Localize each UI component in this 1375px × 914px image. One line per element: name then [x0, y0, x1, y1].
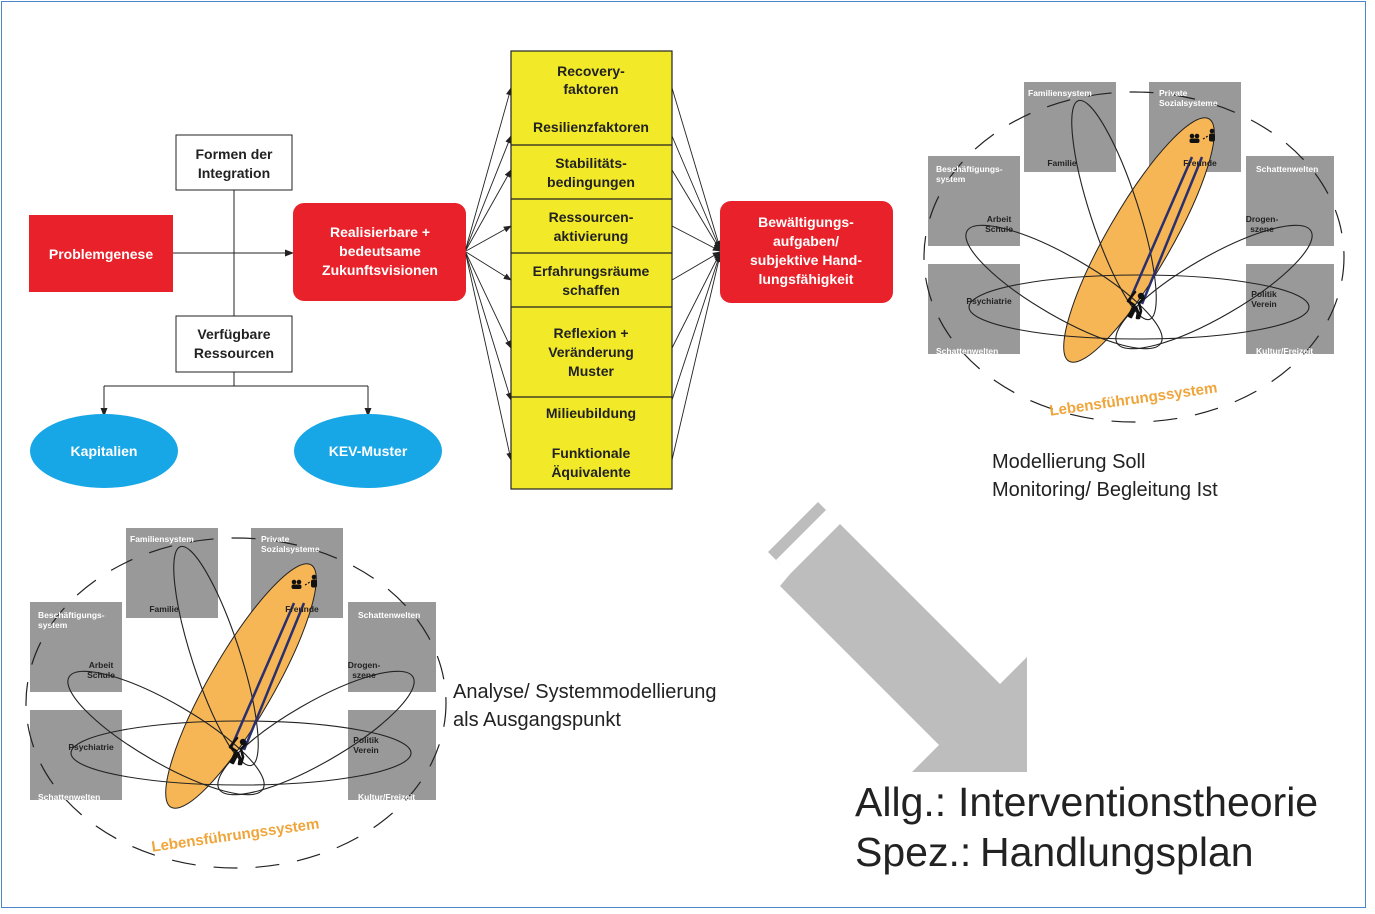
- label-schattenwelten-right: Schattenwelten: [1256, 164, 1318, 174]
- factor-labels: Recovery- faktoren Resilienzfaktoren Sta…: [533, 63, 650, 480]
- label-beschaeftigung-1: Beschäftigungs-: [936, 164, 1003, 174]
- label-politik-2: Verein: [1251, 299, 1277, 309]
- factor-resilienz: Resilienzfaktoren: [533, 119, 649, 135]
- fan-arrows-left: [465, 87, 513, 461]
- label-psychiatrie: Psychiatrie: [68, 742, 114, 752]
- vision-label-3: Zukunftsvisionen: [322, 262, 438, 278]
- label-beschaeftigung-1: Beschäftigungs-: [38, 610, 105, 620]
- label-private-2: Sozialsysteme: [261, 544, 320, 554]
- formen-label-1: Formen der: [195, 146, 273, 162]
- label-familiensystem: Familiensystem: [1028, 88, 1092, 98]
- caption-top-right-2: Monitoring/ Begleitung Ist: [992, 479, 1218, 501]
- label-beschaeftigung-2: system: [936, 174, 966, 184]
- outcome-label-2: aufgaben/: [773, 233, 839, 249]
- label-schattenwelten-right: Schattenwelten: [358, 610, 420, 620]
- caption-bottom-left-1: Analyse/ Systemmodellierung: [453, 681, 716, 703]
- label-drogen-2: szene: [352, 670, 376, 680]
- system-model-top: Familiensystem Private Sozialsysteme Bes…: [922, 80, 1346, 424]
- fan-arrows-right: [671, 87, 722, 461]
- label-familiensystem: Familiensystem: [130, 534, 194, 544]
- theory-prefix-2: Spez.:: [855, 829, 971, 875]
- label-arbeit-2: Schule: [87, 670, 115, 680]
- vision-label-2: bedeutsame: [339, 243, 421, 259]
- label-lebensfuehrungssystem: Lebensführungssystem: [150, 815, 320, 855]
- label-drogen-1: Drogen-: [1246, 214, 1279, 224]
- factor-stabilitaet-2: bedingungen: [547, 174, 635, 190]
- label-schattenwelten-left: Schattenwelten: [38, 792, 100, 802]
- pencil-arrow-icon: [768, 502, 1027, 772]
- label-politik-1: Politik: [353, 735, 379, 745]
- theory-prefix-1: Allg.:: [855, 779, 946, 825]
- outcome-label-3: subjektive Hand-: [750, 252, 862, 268]
- system-model-bottom: Familiensystem Private Sozialsysteme Bes…: [24, 526, 448, 870]
- factor-stabilitaet-1: Stabilitäts-: [555, 155, 627, 171]
- label-schattenwelten-left: Schattenwelten: [936, 346, 998, 356]
- caption-top-right-1: Modellierung Soll: [992, 451, 1145, 473]
- outcome-box: [720, 201, 893, 303]
- outcome-label-4: lungsfähigkeit: [759, 271, 854, 287]
- factor-ressourcen-2: aktivierung: [554, 228, 629, 244]
- label-freunde: Freunde: [1183, 158, 1217, 168]
- caption-bottom-left-2: als Ausgangspunkt: [453, 709, 621, 731]
- factor-erfahrung-2: schaffen: [562, 282, 620, 298]
- label-politik-2: Verein: [353, 745, 379, 755]
- label-arbeit-2: Schule: [985, 224, 1013, 234]
- formen-box: [175, 134, 293, 191]
- label-beschaeftigung-2: system: [38, 620, 68, 630]
- kapitalien-ellipse: [30, 414, 178, 488]
- verfuegbare-label-2: Ressourcen: [194, 345, 274, 361]
- label-private-1: Private: [1159, 88, 1188, 98]
- label-private-1: Private: [261, 534, 290, 544]
- factor-milieu: Milieubildung: [546, 405, 636, 421]
- label-kultur-freizeit: Kultur/Freizeit: [358, 792, 415, 802]
- factor-recovery-2: faktoren: [563, 81, 618, 97]
- vision-box: [293, 203, 466, 301]
- label-drogen-2: szene: [1250, 224, 1274, 234]
- factor-erfahrung-1: Erfahrungsräume: [533, 263, 650, 279]
- label-lebensfuehrungssystem: Lebensführungssystem: [1048, 379, 1218, 419]
- factor-funktional-2: Äquivalente: [551, 464, 631, 480]
- problemgenese-label: Problemgenese: [49, 246, 153, 262]
- kapitalien-label: Kapitalien: [71, 443, 138, 459]
- label-kultur-freizeit: Kultur/Freizeit: [1256, 346, 1313, 356]
- factor-reflexion-1: Reflexion +: [553, 325, 628, 341]
- label-familie: Familie: [149, 604, 179, 614]
- factor-column: [510, 50, 673, 490]
- factor-recovery-1: Recovery-: [557, 63, 625, 79]
- verfuegbare-box: [175, 315, 293, 373]
- label-arbeit-1: Arbeit: [987, 214, 1012, 224]
- theory-text-2: Handlungsplan: [980, 829, 1254, 875]
- vision-label-1: Realisierbare +: [330, 224, 430, 240]
- factor-funktional-1: Funktionale: [552, 445, 631, 461]
- label-drogen-1: Drogen-: [348, 660, 381, 670]
- label-psychiatrie: Psychiatrie: [966, 296, 1012, 306]
- label-familie: Familie: [1047, 158, 1077, 168]
- outcome-label-1: Bewältigungs-: [758, 214, 854, 230]
- factor-ressourcen-1: Ressourcen-: [549, 209, 634, 225]
- theory-text-1: Interventionstheorie: [958, 779, 1318, 825]
- label-politik-1: Politik: [1251, 289, 1277, 299]
- problemgenese-box: [29, 215, 173, 292]
- factor-reflexion-3: Muster: [568, 363, 614, 379]
- kev-label: KEV-Muster: [329, 443, 408, 459]
- label-private-2: Sozialsysteme: [1159, 98, 1218, 108]
- kev-ellipse: [294, 414, 442, 488]
- label-freunde: Freunde: [285, 604, 319, 614]
- verfuegbare-label-1: Verfügbare: [197, 326, 270, 342]
- label-arbeit-1: Arbeit: [89, 660, 114, 670]
- formen-label-2: Integration: [198, 165, 270, 181]
- factor-reflexion-2: Veränderung: [548, 344, 634, 360]
